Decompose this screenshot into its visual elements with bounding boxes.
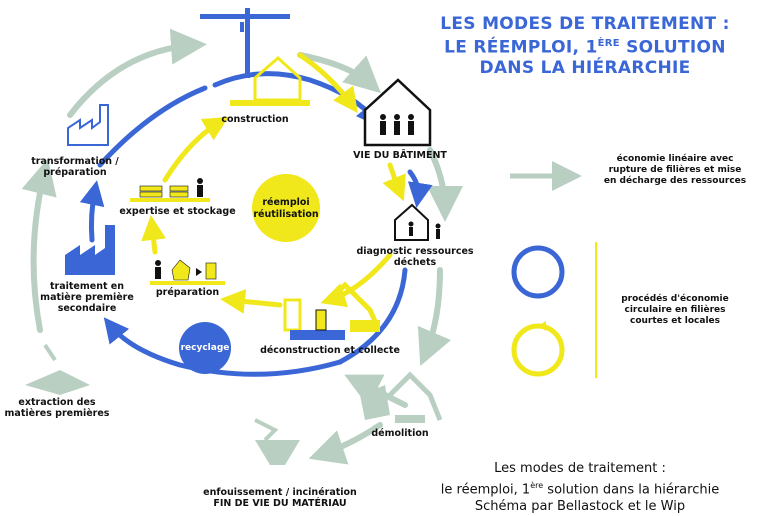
title-line-2: LE RÉEMPLOI, 1ÈRE SOLUTION: [420, 34, 750, 58]
label-construction: construction: [210, 114, 300, 125]
label-transformation: transformation / préparation: [20, 156, 130, 178]
label-preparation: préparation: [140, 287, 235, 298]
page-title: LES MODES DE TRAITEMENT : LE RÉEMPLOI, 1…: [420, 14, 750, 78]
people-icon: [380, 114, 414, 135]
arrow-icon: [425, 270, 440, 355]
crane-icon: [200, 8, 310, 106]
legend-linear-text: économie linéaire avec rupture de filièr…: [600, 154, 750, 187]
label-diagnostic: diagnostic ressources déchets: [350, 246, 480, 268]
person-icon: [155, 260, 161, 279]
extraction-icon: [25, 345, 90, 395]
label-expertise: expertise et stockage: [115, 206, 240, 217]
label-recyclage: recyclage: [179, 342, 231, 354]
house-icon: [365, 80, 430, 145]
label-fin-de-vie: enfouissement / incinération FIN DE VIE …: [195, 487, 365, 509]
title-line-1: LES MODES DE TRAITEMENT :: [420, 14, 750, 34]
label-traitement: traitement en matière première secondair…: [32, 281, 142, 314]
label-reemploi: réemploi réutilisation: [252, 197, 320, 221]
legend-circular-text: procédés d'économie circulaire en filièr…: [605, 294, 745, 327]
blue-legend-circle: [514, 248, 562, 296]
title-line-3: DANS LA HIÉRARCHIE: [420, 58, 750, 78]
label-vie-batiment: VIE DU BÂTIMENT: [345, 150, 455, 161]
person-icon: [197, 178, 203, 197]
excavator-icon: [285, 285, 380, 340]
preparation-icons: [150, 260, 225, 285]
legend: [510, 176, 596, 378]
pallet-icon: [130, 178, 210, 202]
label-demolition: démolition: [360, 428, 440, 439]
yellow-legend-circle: [514, 326, 562, 374]
figure-caption: Les modes de traitement : le réemploi, 1…: [420, 460, 740, 515]
label-deconstruction: déconstruction et collecte: [255, 345, 405, 356]
landfill-icon: [255, 420, 300, 465]
label-extraction: extraction des matières premières: [2, 397, 112, 419]
diagnostic-house-icon: [395, 205, 441, 240]
demolition-icon: [360, 375, 440, 423]
